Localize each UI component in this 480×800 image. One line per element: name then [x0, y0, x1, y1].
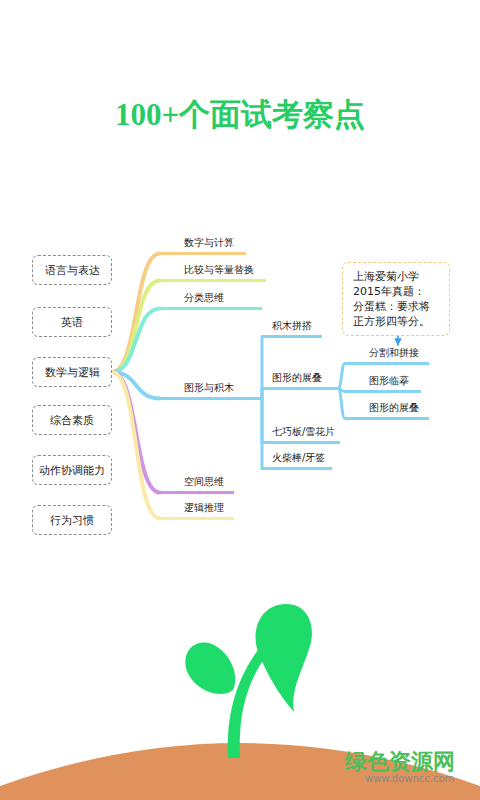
- category-box: 动作协调能力: [32, 455, 112, 485]
- category-box: 行为习惯: [32, 505, 112, 535]
- node-text: 英语: [61, 315, 83, 330]
- sprout-leaf-right: [256, 604, 312, 712]
- category-box: 语言与表达: [32, 255, 112, 285]
- branch-label: 比较与等量替换: [160, 263, 266, 282]
- node-text: 上海爱菊小学 2015年真题： 分蛋糕：要求将 正方形四等分。: [353, 269, 439, 329]
- branch-line: [112, 281, 160, 373]
- branch-label: 图形的展叠: [262, 371, 338, 390]
- node-text: 火柴棒/牙签: [272, 451, 330, 465]
- branch-line: [112, 372, 160, 519]
- branch-label: 七巧板/雪花片: [262, 425, 340, 444]
- sprout-stem: [228, 650, 266, 758]
- branch-label: 火柴棒/牙签: [262, 451, 332, 470]
- branch-line: [338, 389, 345, 419]
- node-text: 行为习惯: [50, 513, 94, 528]
- node-text: 七巧板/雪花片: [272, 425, 338, 439]
- branch-label: 数字与计算: [160, 236, 246, 255]
- node-text: 分割和拼接: [369, 346, 427, 360]
- branch-label: 分割和拼接: [345, 346, 429, 365]
- node-text: 动作协调能力: [39, 463, 105, 478]
- node-text: 数学与逻辑: [45, 365, 100, 380]
- category-box: 数学与逻辑: [32, 357, 112, 387]
- ground: [0, 743, 480, 800]
- watermark-text: 绿色资源网: [345, 747, 455, 777]
- branch-line: [338, 364, 345, 389]
- node-text: 语言与表达: [45, 263, 100, 278]
- branch-label: 空间思维: [160, 475, 234, 494]
- sprout-leaf-left: [185, 642, 235, 693]
- branch-label: 图形与积木: [160, 381, 262, 400]
- branch-label: 图形临摹: [345, 374, 421, 393]
- branch-line: [112, 309, 160, 373]
- node-text: 积木拼搭: [272, 319, 320, 333]
- node-text: 数字与计算: [184, 236, 244, 250]
- node-text: 空间思维: [184, 475, 232, 489]
- branch-line: [112, 254, 160, 373]
- watermark-url: www.downcc.com: [365, 773, 454, 784]
- node-text: 图形与积木: [184, 381, 260, 395]
- node-text: 比较与等量替换: [184, 263, 264, 277]
- category-box: 综合素质: [32, 405, 112, 435]
- branch-label: 积木拼搭: [262, 319, 322, 338]
- branch-label: 图形的展叠: [345, 401, 429, 420]
- branch-line: [261, 399, 264, 469]
- branch-label: 逻辑推理: [160, 501, 234, 520]
- page-title: 100+个面试考察点: [0, 94, 480, 136]
- node-text: 图形的展叠: [272, 371, 336, 385]
- node-text: 图形临摹: [369, 374, 419, 388]
- callout-box: 上海爱菊小学 2015年真题： 分蛋糕：要求将 正方形四等分。: [342, 262, 450, 336]
- category-box: 英语: [32, 307, 112, 337]
- branch-label: 分类思维: [160, 291, 262, 310]
- node-text: 分类思维: [184, 291, 260, 305]
- node-text: 逻辑推理: [184, 501, 232, 515]
- node-text: 综合素质: [50, 413, 94, 428]
- node-text: 图形的展叠: [369, 401, 427, 415]
- callout-arrow: [397, 336, 399, 345]
